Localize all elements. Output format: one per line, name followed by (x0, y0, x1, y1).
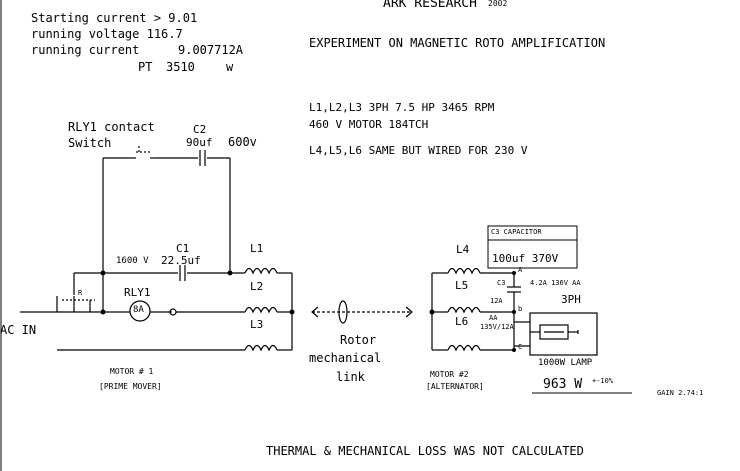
terminal-c: C (518, 343, 523, 351)
c3-capacitor-box (487, 225, 578, 269)
org-year: 2002 (488, 0, 508, 8)
l6-label: L6 (455, 315, 469, 328)
lamp-icon (530, 324, 579, 340)
c3-small-label: C3 (497, 279, 506, 287)
pt-unit: w (226, 60, 234, 74)
c1-value: 22.5uf (161, 254, 201, 267)
main-switch (56, 296, 95, 312)
terminal-a: A (518, 266, 523, 274)
spec-line-2: 460 V MOTOR 184TCH (309, 118, 429, 131)
aa-label: AA (489, 314, 498, 322)
gain-label: GAIN 2.74:1 (657, 389, 704, 397)
terminal-b: b (518, 305, 523, 313)
ammeter-value: 8A (133, 305, 144, 315)
c2-voltage: 600v (228, 135, 257, 149)
capacitor-c3 (507, 273, 521, 312)
pt-label: PT (138, 60, 153, 74)
coil-l2 (244, 306, 278, 314)
rly1-label: RLY1 (124, 286, 151, 299)
l4-label: L4 (456, 243, 470, 256)
relay-switch-label: Switch (68, 136, 112, 150)
meter-b-reading: 12A (490, 297, 503, 305)
motor2-label: MOTOR #2 (430, 370, 469, 379)
lamp-load-box (529, 312, 598, 356)
c2-name: C2 (193, 123, 207, 136)
relay-contact-switch (132, 146, 156, 159)
aa-reading: 135V/12A (480, 323, 514, 331)
coil-l4 (447, 267, 481, 275)
spec-line-1: L1,L2,L3 3PH 7.5 HP 3465 RPM (309, 101, 495, 114)
motor1-label: MOTOR # 1 (110, 367, 154, 376)
capacitor-c1 (179, 265, 186, 281)
coil-l6 (447, 344, 481, 352)
motor2-role: [ALTERNATOR] (426, 382, 484, 391)
meter-a-reading: 4.2A 136V AA (530, 279, 581, 287)
starting-current-reading: Starting current > 9.01 (31, 11, 198, 25)
power-tolerance: +-10% (592, 377, 614, 385)
link-label-rotor: Rotor (340, 333, 377, 347)
coil-l5 (447, 306, 481, 314)
c3-value: 100uf 370V (492, 252, 559, 265)
l2-label: L2 (250, 280, 264, 293)
l3-label: L3 (250, 318, 264, 331)
switch-r-label: R (78, 289, 83, 297)
c3-header: C3 CAPACITOR (491, 228, 542, 236)
coil-l3 (244, 344, 278, 352)
mechanical-link-arrow (311, 300, 413, 324)
page-title: EXPERIMENT ON MAGNETIC ROTO AMPLIFICATIO… (309, 36, 606, 50)
ammeter-8a (129, 300, 151, 322)
phase-label: 3PH (561, 293, 581, 306)
motor1-role: [PRIME MOVER] (99, 382, 162, 391)
link-label-link: link (336, 370, 365, 384)
l5-label: L5 (455, 279, 469, 292)
l1-label: L1 (250, 242, 264, 255)
pt-value: 3510 (166, 60, 195, 74)
ac-in-label: AC IN (0, 323, 37, 337)
running-current-value: 9.007712A (178, 43, 244, 57)
c1-name: C1 (176, 242, 190, 255)
running-current-label: running current (31, 43, 140, 57)
c2-value: 90uf (186, 136, 213, 149)
coil-l1 (244, 267, 278, 275)
link-label-mechanical: mechanical (309, 351, 382, 365)
footer-note: THERMAL & MECHANICAL LOSS WAS NOT CALCUL… (266, 444, 584, 458)
c1-voltage: 1600 V (116, 256, 149, 266)
lamp-label: 1000W LAMP (538, 358, 593, 368)
capacitor-c2 (199, 150, 206, 166)
power-value: 963 W (543, 377, 583, 392)
running-voltage-reading: running voltage 116.7 (31, 27, 183, 41)
spec-line-3: L4,L5,L6 SAME BUT WIRED FOR 230 V (309, 144, 528, 157)
relay-contact-label: RLY1 contact (68, 120, 155, 134)
org-name: ARK RESEARCH (383, 0, 477, 11)
